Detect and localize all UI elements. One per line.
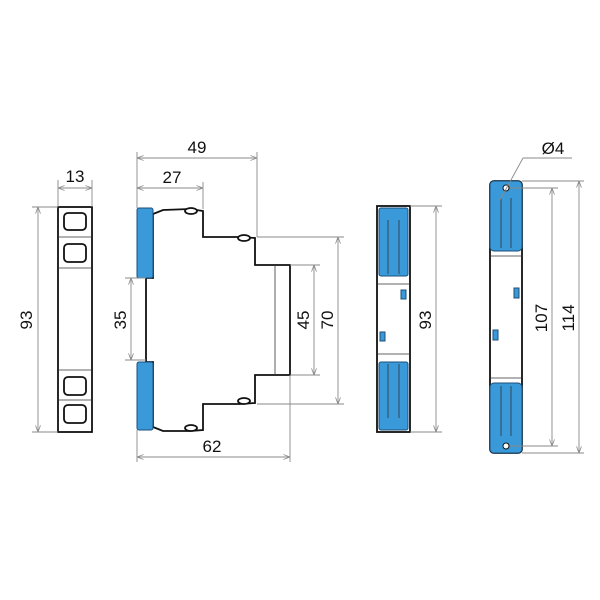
din-clip-bottom: [136, 361, 154, 431]
front-body: [57, 206, 93, 433]
front-height-label: 93: [17, 311, 36, 330]
screw-icon: [237, 397, 251, 405]
mounting-view: Ø4 107 114: [489, 139, 584, 454]
mount-hole: [502, 442, 510, 450]
back-clip-top: [378, 207, 409, 277]
total-height-label: 114: [559, 304, 578, 331]
side-view: 49 27 62 35 45 70: [111, 138, 344, 462]
latch: [379, 331, 386, 342]
front-window: [63, 243, 87, 263]
screw-icon: [184, 207, 198, 215]
front-view: 13 93: [17, 167, 93, 433]
latch: [513, 287, 520, 299]
rail-offset-label: 27: [163, 168, 182, 187]
side-body: [145, 208, 291, 432]
screw-icon: [237, 234, 251, 242]
step-height-label: 70: [318, 311, 337, 330]
hole-spacing-label: 107: [532, 304, 551, 332]
front-width-label: 13: [66, 167, 85, 186]
total-depth-label: 62: [203, 437, 222, 456]
din-clip-top: [136, 207, 154, 279]
back-clip-bottom: [378, 361, 409, 431]
front-window: [63, 212, 87, 231]
front-height-45-label: 45: [294, 311, 313, 330]
back-view: 93: [376, 205, 442, 433]
latch: [400, 289, 407, 300]
back-height-label: 93: [416, 311, 435, 330]
depth-label: 49: [188, 138, 207, 157]
hole-diameter-label: Ø4: [542, 139, 565, 158]
front-window: [63, 404, 87, 424]
mount-clip-top: [489, 180, 523, 252]
rail-label: 35: [111, 311, 130, 330]
mount-clip-bottom: [489, 382, 523, 454]
latch: [492, 329, 499, 341]
front-window: [63, 376, 87, 396]
screw-icon: [184, 424, 198, 432]
